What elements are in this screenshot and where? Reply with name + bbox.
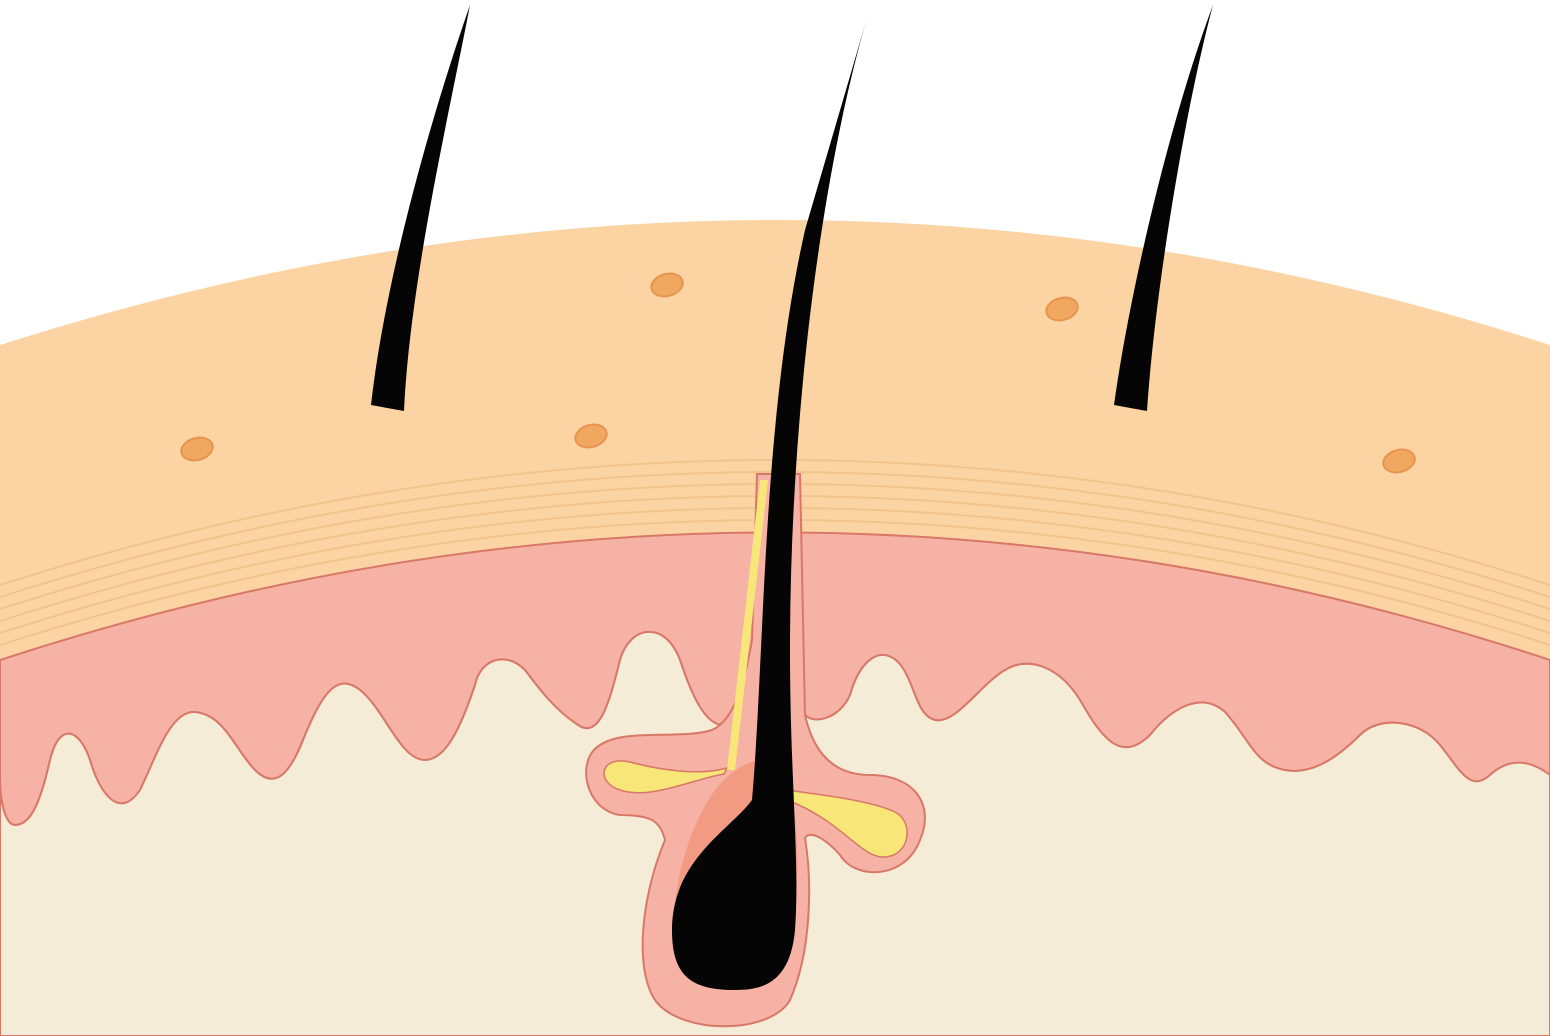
skin-diagram [0,0,1550,1036]
skin-cross-section-figure [0,0,1550,1036]
